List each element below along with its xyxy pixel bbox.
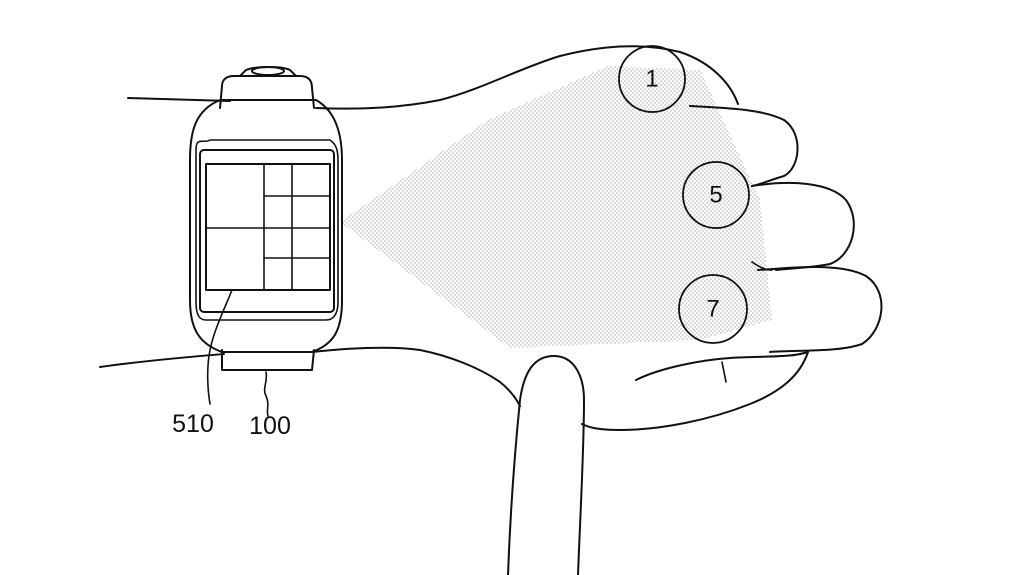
marker-label-5: 5 — [709, 182, 722, 209]
projection-beam — [340, 66, 772, 348]
smartwatch — [189, 66, 343, 371]
marker-label-7: 7 — [706, 296, 719, 323]
projected-marker-5[interactable]: 5 — [682, 161, 750, 229]
leader-line-100 — [263, 371, 269, 417]
label-100: 100 — [249, 412, 291, 440]
display-area-grid — [205, 163, 331, 291]
hand-outline — [99, 45, 883, 431]
leader-line-510 — [206, 289, 233, 405]
projected-marker-7[interactable]: 7 — [678, 274, 748, 344]
projected-marker-1[interactable]: 1 — [618, 45, 686, 113]
marker-label-1: 1 — [645, 66, 658, 93]
pointing-finger — [507, 355, 585, 575]
label-510: 510 — [172, 410, 214, 438]
